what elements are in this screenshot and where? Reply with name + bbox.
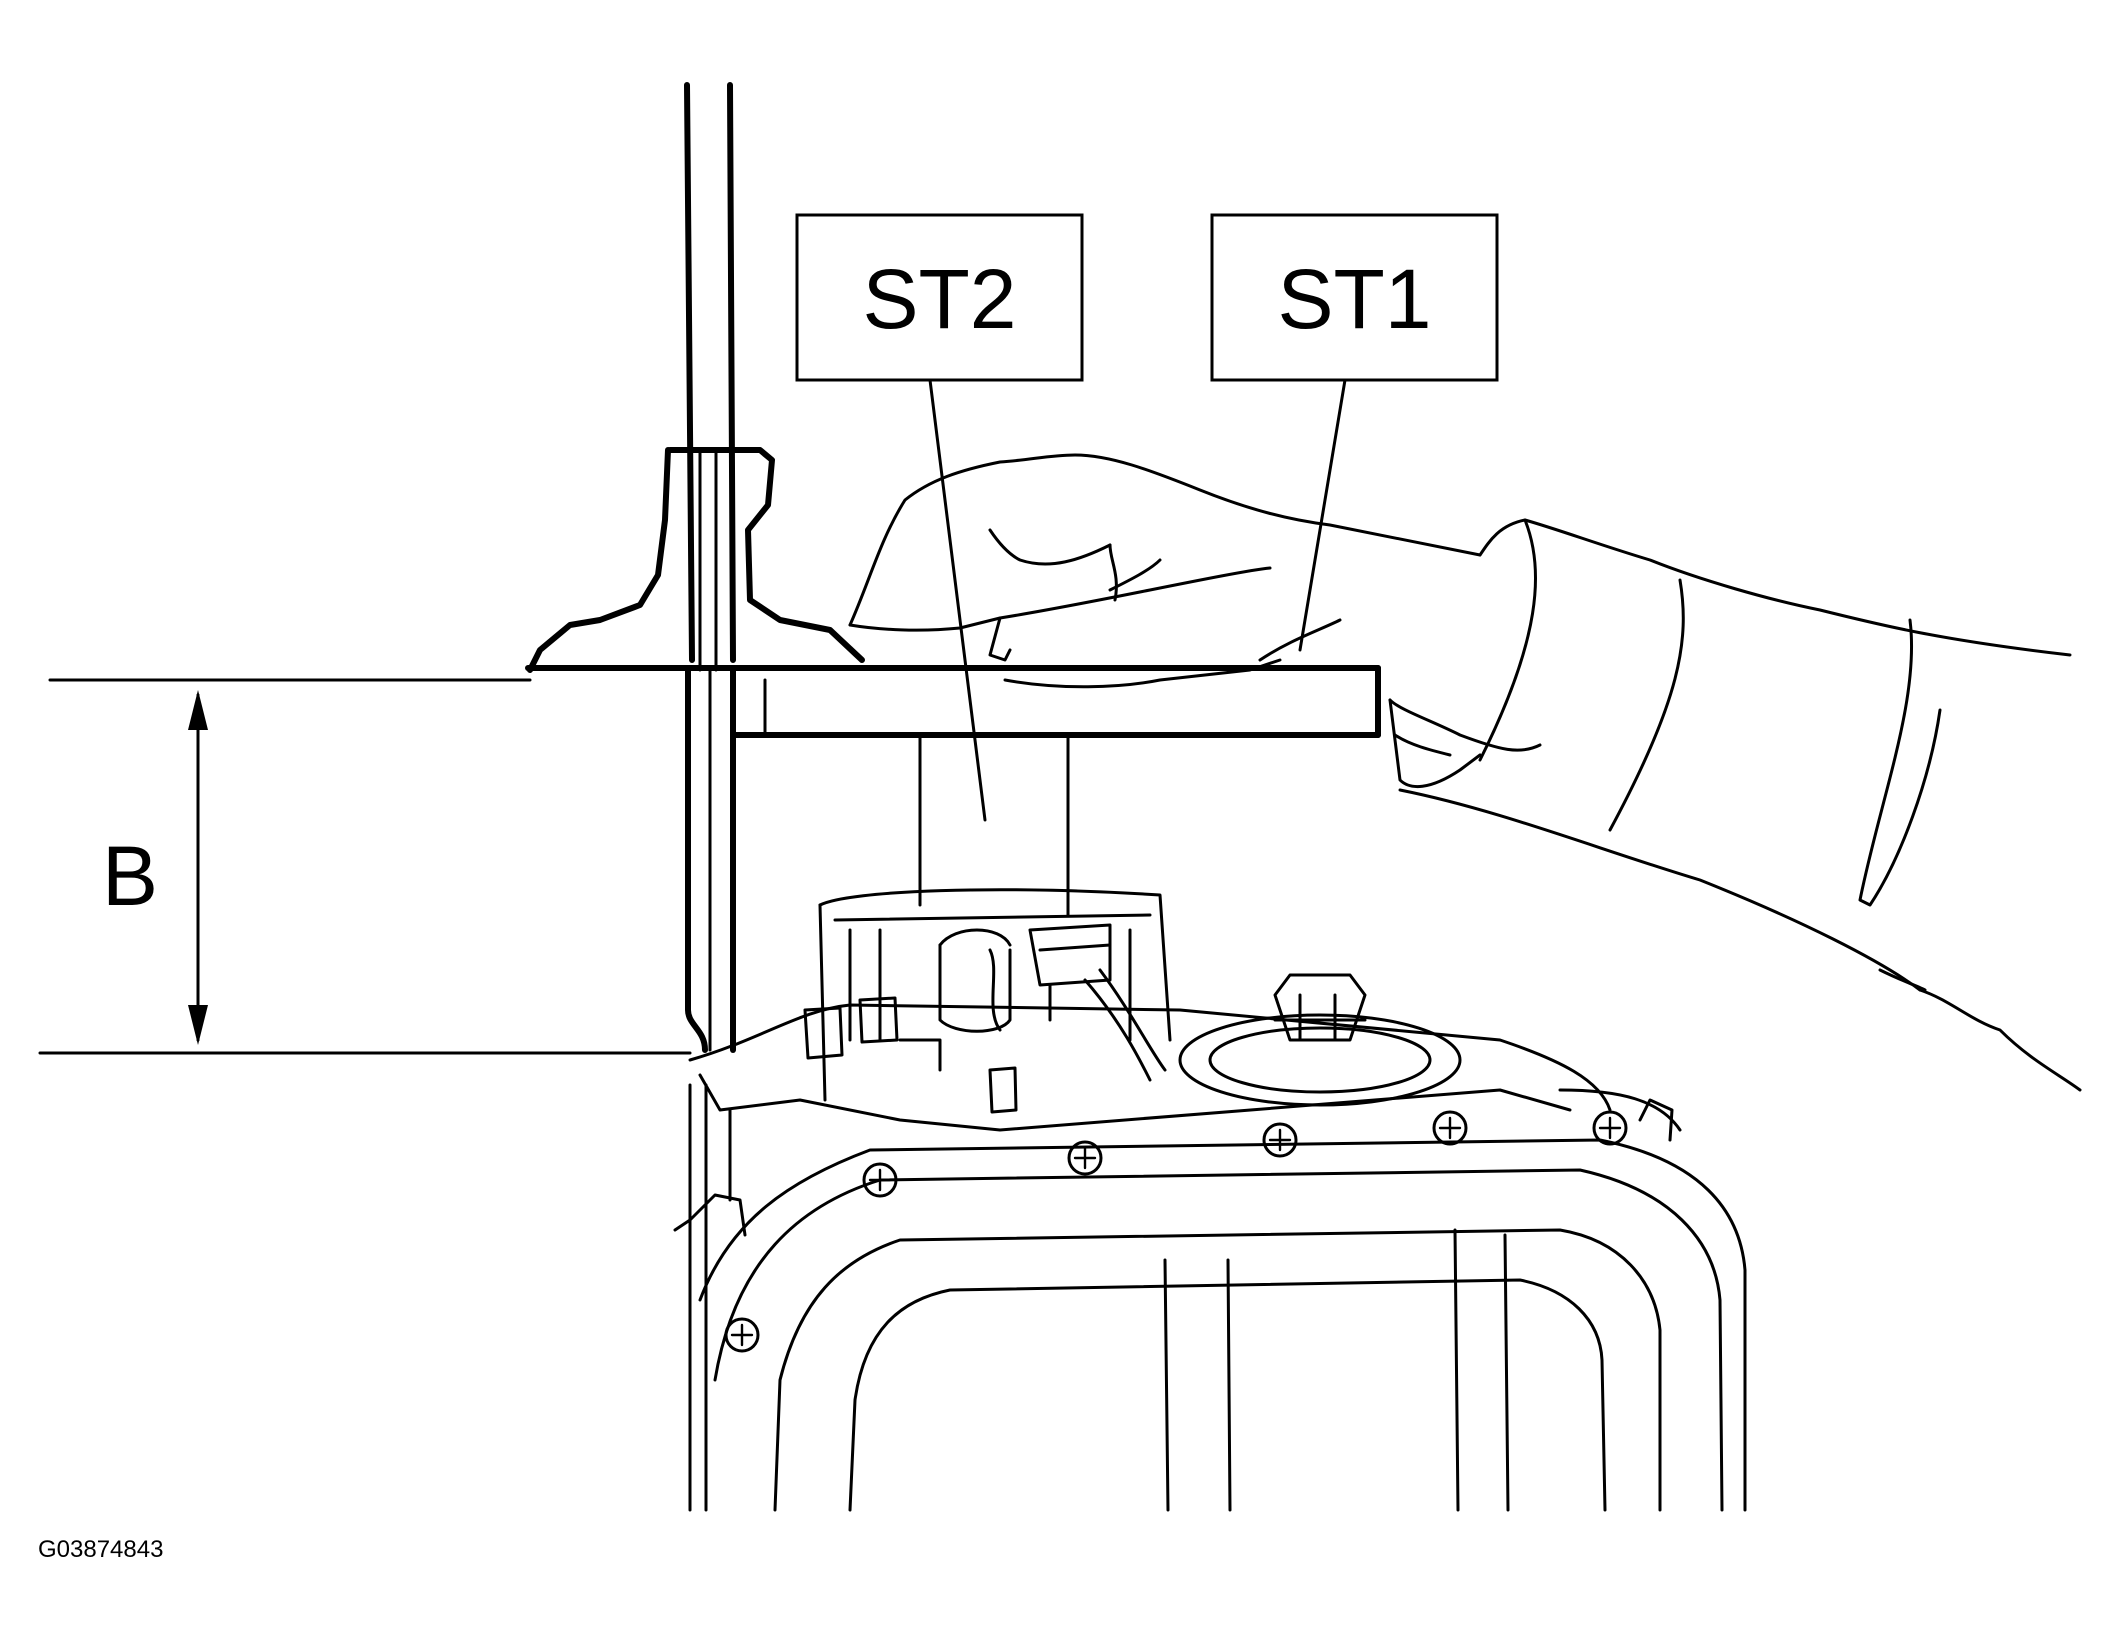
- st1-straightedge: [525, 665, 1381, 917]
- st1-callout: ST1: [1210, 213, 1499, 382]
- figure-code: G03874843: [38, 1536, 163, 1563]
- filler-nut: [1178, 973, 1462, 1107]
- reference-lines: [38, 678, 692, 1055]
- leader-lines: [928, 378, 1347, 822]
- bolts: [724, 1110, 1628, 1353]
- depth-gauge-rod: [684, 82, 736, 1053]
- st1-label: ST1: [1277, 252, 1431, 346]
- valve-body: [688, 888, 1612, 1132]
- st2-gauge-head: [527, 447, 865, 673]
- sleeve: [1388, 518, 2082, 1092]
- dimension-label-b: B: [102, 829, 158, 923]
- st2-label: ST2: [862, 252, 1016, 346]
- transmission-case: [673, 1083, 1747, 1512]
- hand: [848, 453, 1542, 757]
- st2-callout: ST2: [795, 213, 1084, 382]
- dimension-arrow-b: [188, 690, 208, 1045]
